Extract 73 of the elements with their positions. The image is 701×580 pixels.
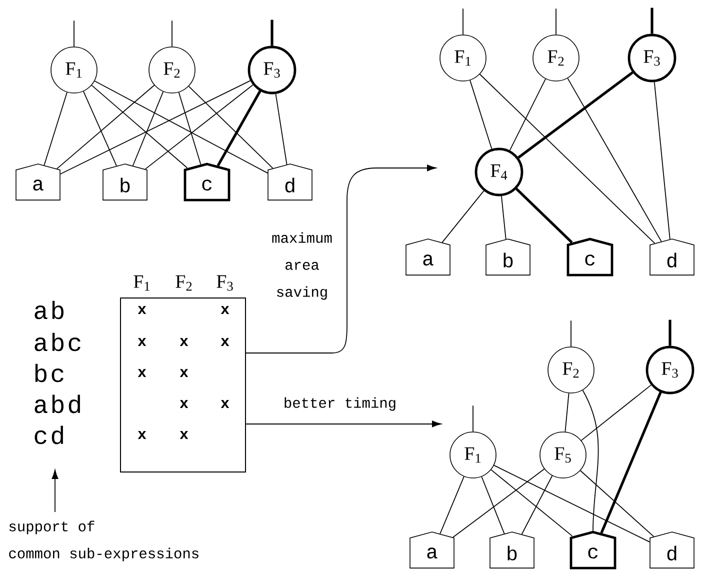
connection-line xyxy=(83,90,117,166)
input-box: d xyxy=(268,164,312,200)
table-mark: x xyxy=(138,338,146,346)
table-mark: x xyxy=(138,369,146,377)
connection-line xyxy=(216,90,262,166)
arrow xyxy=(246,420,442,428)
connection-line xyxy=(442,190,484,243)
row-label: ab xyxy=(34,300,64,320)
table-mark: x xyxy=(180,338,188,346)
table-mark: x xyxy=(220,306,230,314)
input-box: c xyxy=(570,530,616,570)
input-box: b xyxy=(490,532,534,568)
connection-line xyxy=(567,78,662,242)
edge-label: maximum area saving xyxy=(268,231,336,301)
connection-line xyxy=(509,78,546,151)
connection-line xyxy=(440,476,464,534)
input-box: b xyxy=(102,164,148,200)
input-box: c xyxy=(184,162,230,202)
connection-line xyxy=(470,80,492,150)
connection-line xyxy=(60,80,251,174)
table-mark: x xyxy=(138,306,146,314)
connection-line xyxy=(582,390,599,532)
input-box: b xyxy=(486,238,530,276)
connection-line xyxy=(580,384,652,441)
connection-line xyxy=(452,468,545,538)
output-line xyxy=(668,320,672,346)
output-line xyxy=(472,405,474,432)
connection-line xyxy=(479,74,656,244)
table-mark: x xyxy=(220,338,230,346)
table-mark: x xyxy=(180,400,188,408)
connection-line xyxy=(275,93,288,165)
connection-line xyxy=(188,86,274,169)
connection-line xyxy=(521,475,553,535)
output-line xyxy=(462,8,464,36)
arrow xyxy=(246,164,436,354)
connection-line xyxy=(580,470,654,537)
connection-line xyxy=(600,392,662,534)
edge-label: better timing xyxy=(282,396,398,412)
connection-line xyxy=(501,196,506,240)
row-label: abd xyxy=(34,394,80,414)
input-box: a xyxy=(406,238,450,276)
input-box: a xyxy=(16,164,60,200)
table-mark: x xyxy=(138,431,146,439)
connection-line xyxy=(178,92,202,165)
arrow xyxy=(52,470,58,512)
input-box: d xyxy=(650,532,694,568)
connection-line xyxy=(518,71,634,159)
output-line xyxy=(570,320,572,348)
table-mark: x xyxy=(220,400,230,408)
connection-line xyxy=(494,464,650,542)
table-mark: x xyxy=(180,369,188,377)
connection-line xyxy=(144,84,254,170)
connection-line xyxy=(44,92,68,166)
connection-line xyxy=(91,84,188,168)
input-box: c xyxy=(566,238,614,276)
table-mark: x xyxy=(180,431,188,439)
support-note: support of common sub-expressions xyxy=(9,520,198,562)
connection-line xyxy=(654,82,670,240)
row-label: cd xyxy=(34,426,63,444)
connection-line xyxy=(564,392,570,432)
input-box: d xyxy=(650,238,694,276)
connection-line xyxy=(56,84,155,170)
connection-line xyxy=(94,80,268,174)
output-line xyxy=(270,20,274,46)
row-label: abc xyxy=(34,332,80,352)
connection-line xyxy=(481,476,505,534)
output-line xyxy=(650,8,654,34)
row-label: bc xyxy=(35,364,64,382)
connection-line xyxy=(132,91,164,166)
table-box xyxy=(120,298,246,472)
input-box: a xyxy=(410,532,454,568)
connection-line xyxy=(490,469,573,537)
connection-line xyxy=(516,188,573,244)
